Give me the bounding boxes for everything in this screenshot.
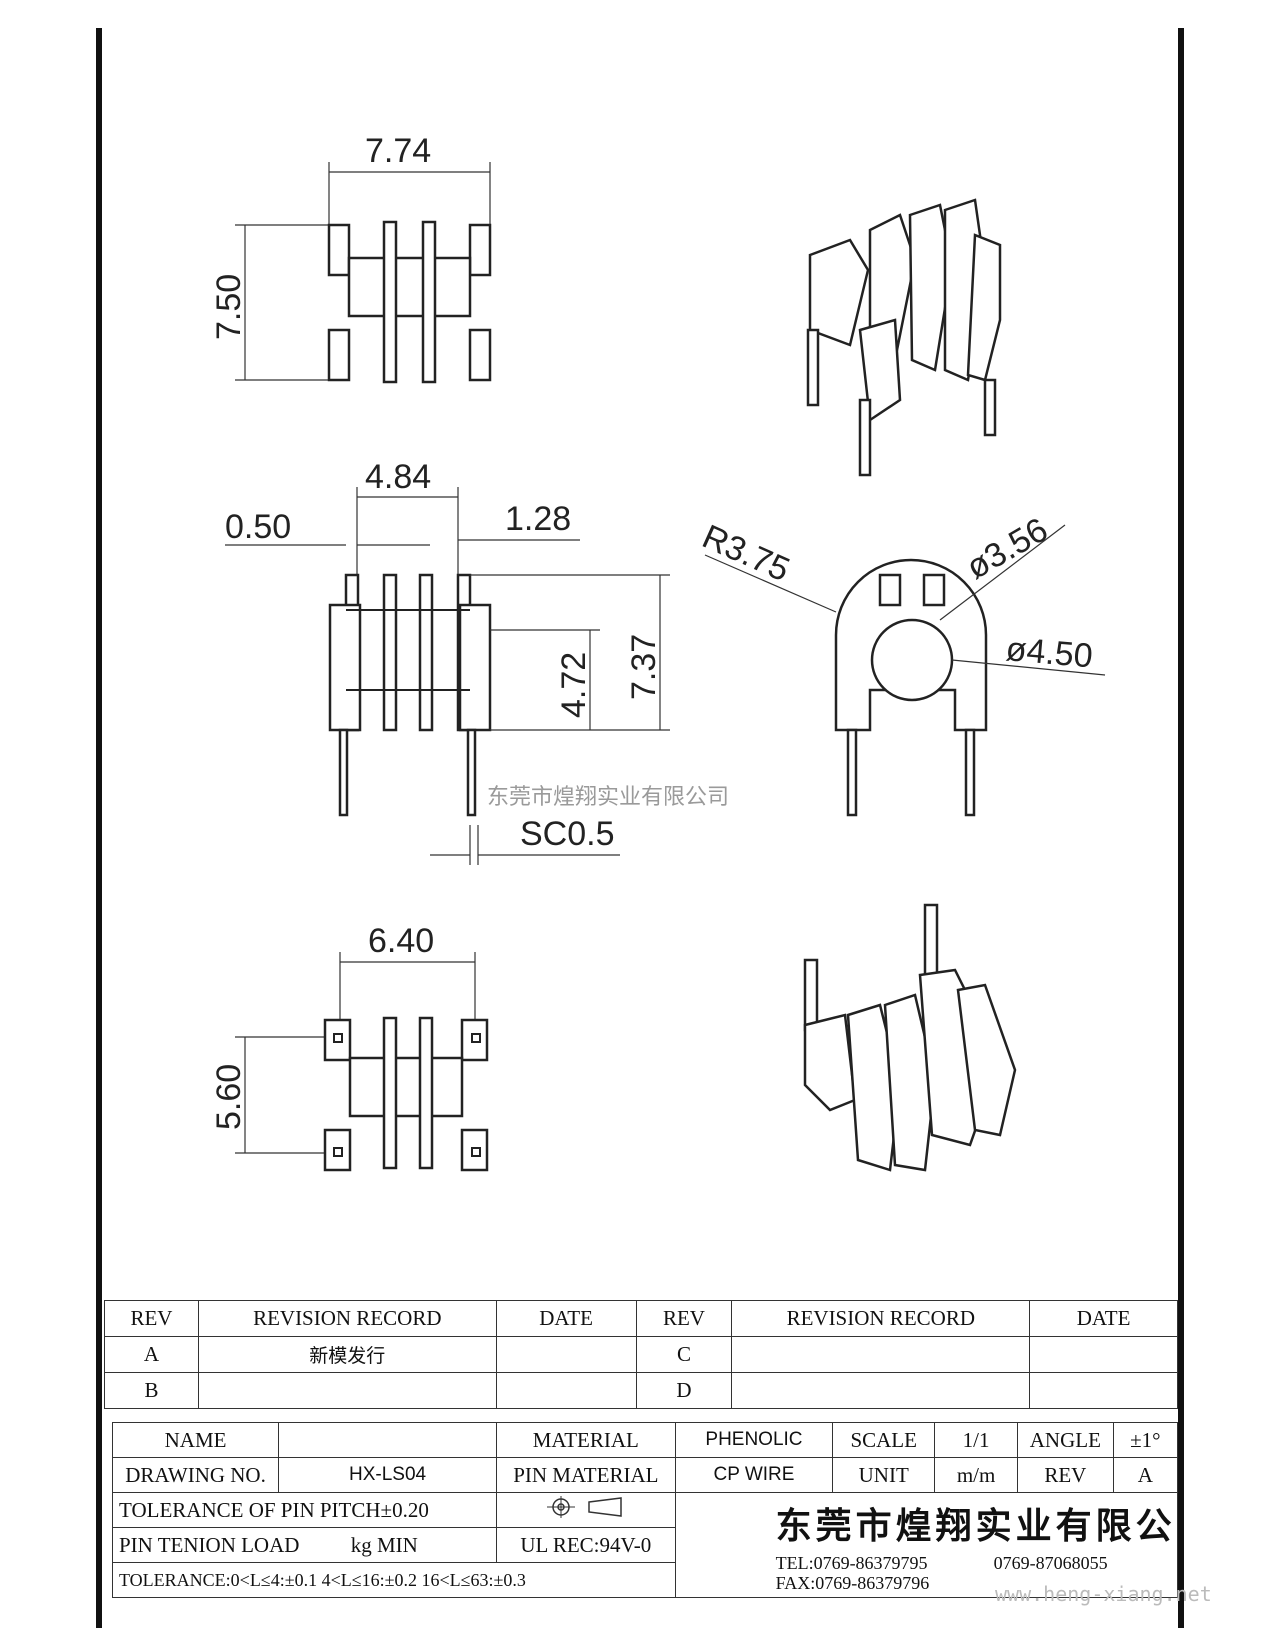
rev-cell-2: C — [635, 1336, 733, 1373]
revision-record-header: REVISION RECORD — [197, 1300, 497, 1337]
name-value — [278, 1422, 498, 1458]
website-watermark: www.heng-xiang.net — [995, 1582, 1212, 1606]
material-label: MATERIAL — [496, 1422, 676, 1458]
revision-header-row: REV REVISION RECORD DATE REV REVISION RE… — [104, 1300, 1178, 1337]
tolerance-general: TOLERANCE:0<L≤4:±0.1 4<L≤16:±0.2 16<L≤63… — [112, 1562, 676, 1598]
revision-record-cell: 新模发行 — [197, 1336, 497, 1373]
projection-symbol — [496, 1492, 676, 1528]
title-row-name: NAME MATERIAL PHENOLIC SCALE 1/1 ANGLE ±… — [111, 1422, 1179, 1458]
tel-1: TEL:0769-86379795 — [775, 1553, 928, 1573]
revision-record-cell-2 — [731, 1336, 1031, 1373]
date-header: DATE — [495, 1300, 637, 1337]
isometric-view-bottom — [803, 903, 1017, 1172]
title-row-pin-tension: PIN TENION LOAD kg MIN UL REC:94V-0 — [111, 1527, 1178, 1563]
title-row-drawing-no: DRAWING NO. HX-LS04 PIN MATERIAL CP WIRE… — [111, 1457, 1179, 1493]
pin-tension-label: PIN TENION LOAD — [119, 1532, 300, 1557]
date-cell — [495, 1372, 637, 1409]
dim-bottom-height: 5.60 — [210, 1064, 248, 1130]
tel-2: 0769-87068055 — [993, 1553, 1108, 1573]
title-row-tolerance: TOLERANCE OF PIN PITCH±0.20 东莞市煌翔实业有限公司 … — [111, 1492, 1179, 1598]
right-border-line — [1178, 28, 1184, 1628]
angle-value: ±1° — [1112, 1422, 1179, 1458]
drawing-no-value: HX-LS04 — [278, 1457, 498, 1493]
revision-record-cell — [197, 1372, 497, 1409]
angle-label: ANGLE — [1017, 1422, 1114, 1458]
date-cell-2 — [1029, 1336, 1178, 1373]
rev-label: REV — [1017, 1457, 1114, 1493]
dim-core-width: 4.84 — [365, 458, 431, 496]
dim-chamfer: SC0.5 — [520, 815, 615, 853]
dim-top-height: 7.50 — [210, 274, 248, 340]
dim-end-radius: R3.75 — [697, 518, 795, 590]
revision-row: B D — [104, 1372, 1178, 1409]
pin-tension-unit: kg MIN — [350, 1532, 418, 1557]
dim-flange: 1.28 — [505, 500, 571, 538]
rev-cell: B — [104, 1372, 199, 1409]
pin-material-label: PIN MATERIAL — [496, 1457, 676, 1493]
dim-end-bore: ø3.56 — [960, 511, 1054, 587]
revision-record-header-2: REVISION RECORD — [731, 1300, 1031, 1337]
technical-drawing: 7.74 7.50 — [210, 132, 1106, 1172]
material-value: PHENOLIC — [674, 1422, 834, 1458]
rev-cell-2: D — [635, 1372, 733, 1409]
projection-icon — [546, 1496, 622, 1518]
fax: FAX:0769-86379796 — [775, 1573, 930, 1593]
drawing-no-label: DRAWING NO. — [111, 1457, 280, 1493]
unit-label: UNIT — [832, 1457, 936, 1493]
side-view: 4.84 0.50 1.28 4.72 — [225, 458, 670, 865]
pin-tension-cell: PIN TENION LOAD kg MIN — [111, 1527, 498, 1563]
revision-table: REV REVISION RECORD DATE REV REVISION RE… — [104, 1300, 1178, 1409]
isometric-view-top — [806, 198, 1002, 477]
scale-value: 1/1 — [934, 1422, 1019, 1458]
pin-material-value: CP WIRE — [674, 1457, 834, 1493]
scale-label: SCALE — [832, 1422, 936, 1458]
end-view: R3.75 ø3.56 ø4.50 — [697, 511, 1106, 817]
dim-total-height: 7.37 — [625, 634, 663, 700]
revision-record-cell-2 — [731, 1372, 1031, 1409]
rev-cell: A — [104, 1336, 199, 1373]
watermark-text: 东莞市煌翔实业有限公司 — [487, 785, 729, 810]
title-block: NAME MATERIAL PHENOLIC SCALE 1/1 ANGLE ±… — [111, 1422, 1179, 1598]
date-header-2: DATE — [1029, 1300, 1178, 1337]
dim-bottom-width: 6.40 — [368, 922, 434, 960]
dim-end-outer: ø4.50 — [1004, 630, 1094, 675]
tolerance-pitch: TOLERANCE OF PIN PITCH±0.20 — [111, 1492, 498, 1528]
dim-inner-height: 4.72 — [555, 652, 593, 718]
ul-rec: UL REC:94V-0 — [496, 1527, 676, 1563]
revision-row: A 新模发行 C — [104, 1336, 1178, 1373]
top-view: 7.74 7.50 — [210, 132, 492, 384]
date-cell-2 — [1029, 1372, 1178, 1409]
rev-value: A — [1112, 1457, 1179, 1493]
dim-gap: 0.50 — [225, 508, 291, 546]
company-name: 东莞市煌翔实业有限公司 — [775, 1505, 1178, 1547]
left-border-line — [96, 28, 102, 1628]
dim-top-width: 7.74 — [365, 132, 431, 170]
date-cell — [495, 1336, 637, 1373]
unit-value: m/m — [934, 1457, 1019, 1493]
rev-header-2: REV — [635, 1300, 733, 1337]
bottom-view: 6.40 5.60 — [210, 922, 489, 1172]
name-label: NAME — [111, 1422, 280, 1458]
company-block: 东莞市煌翔实业有限公司 TEL:0769-86379795 0769-87068… — [674, 1492, 1179, 1598]
rev-header: REV — [104, 1300, 199, 1337]
